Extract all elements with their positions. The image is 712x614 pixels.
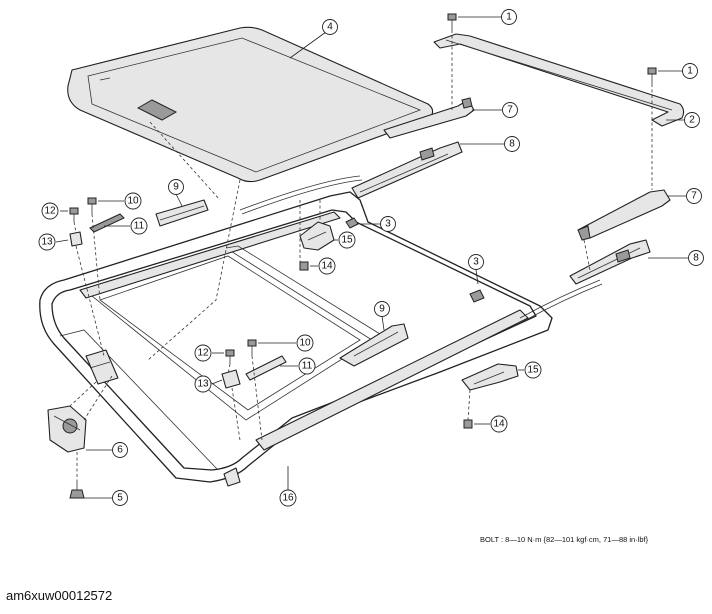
- callout-15a: 15: [338, 231, 356, 249]
- nut-14b: [463, 419, 473, 429]
- callout-3a: 3: [380, 216, 396, 232]
- svg-text:8: 8: [509, 139, 515, 150]
- callout-2: 2: [684, 112, 700, 128]
- clip-13b: [221, 369, 241, 389]
- svg-text:12: 12: [44, 206, 56, 217]
- screw-10a: [87, 197, 97, 214]
- bracket-front: [461, 363, 519, 391]
- bolt-12b: [225, 349, 235, 364]
- svg-text:3: 3: [473, 257, 479, 268]
- callout-11a: 11: [130, 217, 148, 235]
- bolt-torque-spec: BOLT : 8—10 N·m {82—101 kgf·cm, 71—88 in…: [480, 535, 649, 544]
- svg-text:6: 6: [117, 445, 123, 456]
- callout-13b: 13: [194, 375, 212, 393]
- svg-text:4: 4: [327, 22, 333, 33]
- svg-text:1: 1: [687, 66, 693, 77]
- callout-14a: 14: [318, 257, 336, 275]
- nut-14a: [299, 261, 309, 271]
- callout-10a: 10: [124, 192, 142, 210]
- callout-1b: 1: [682, 63, 698, 79]
- callout-16: 16: [279, 489, 297, 507]
- drain-cover-right: [339, 323, 409, 367]
- screw-10b: [247, 339, 257, 356]
- svg-text:12: 12: [197, 348, 209, 359]
- svg-text:2: 2: [689, 115, 695, 126]
- svg-text:8: 8: [693, 253, 699, 264]
- svg-text:9: 9: [173, 182, 179, 193]
- svg-text:15: 15: [527, 365, 539, 376]
- svg-text:14: 14: [321, 261, 333, 272]
- leader-lines: [55, 16, 688, 499]
- drain-cover-left: [155, 199, 209, 227]
- callout-8a: 8: [504, 136, 520, 152]
- callout-8b: 8: [688, 250, 704, 266]
- callout-13a: 13: [38, 233, 56, 251]
- svg-text:11: 11: [134, 221, 145, 232]
- link-assembly-front: [569, 239, 651, 285]
- svg-text:15: 15: [341, 235, 353, 246]
- callout-7b: 7: [686, 188, 702, 204]
- bolt-1b: [647, 67, 657, 84]
- drive-cables: [239, 175, 603, 323]
- callout-9a: 9: [168, 179, 184, 195]
- sunroof-motor: [47, 405, 87, 453]
- glass-panel: [67, 26, 434, 183]
- callout-1a: 1: [501, 9, 517, 25]
- svg-text:9: 9: [379, 304, 385, 315]
- clip-13a: [69, 231, 83, 247]
- nut-3a: [345, 217, 359, 229]
- seal-strip-left: [89, 213, 125, 233]
- bolt-12a: [69, 207, 79, 222]
- svg-text:7: 7: [691, 191, 697, 202]
- bolt-1a: [447, 13, 457, 30]
- guide-rail-front: [577, 189, 671, 241]
- svg-text:14: 14: [493, 419, 505, 430]
- figure-id: am6xuw00012572: [6, 588, 113, 603]
- callout-5: 5: [112, 490, 128, 506]
- front-rail: [433, 33, 685, 127]
- callout-9b: 9: [374, 301, 390, 317]
- callout-3b: 3: [468, 254, 484, 270]
- svg-text:1: 1: [506, 12, 512, 23]
- alignment-lines: [69, 30, 653, 480]
- callout-11b: 11: [298, 357, 316, 375]
- callout-15b: 15: [524, 361, 542, 379]
- callout-12b: 12: [194, 344, 212, 362]
- svg-text:10: 10: [127, 196, 139, 207]
- link-assembly-rear: [351, 141, 463, 199]
- svg-text:13: 13: [41, 237, 53, 248]
- svg-text:3: 3: [385, 219, 391, 230]
- callout-4: 4: [322, 19, 338, 35]
- seal-strip-right: [245, 355, 287, 381]
- svg-text:13: 13: [197, 379, 209, 390]
- callout-14b: 14: [490, 415, 508, 433]
- svg-text:5: 5: [117, 493, 123, 504]
- sunroof-frame: [39, 191, 553, 487]
- svg-text:11: 11: [302, 361, 313, 372]
- nut-3b: [469, 289, 485, 303]
- callout-6: 6: [112, 442, 128, 458]
- svg-text:10: 10: [299, 338, 311, 349]
- callout-12a: 12: [41, 202, 59, 220]
- callout-10b: 10: [296, 334, 314, 352]
- callout-7a: 7: [502, 102, 518, 118]
- bolt-5: [69, 480, 85, 499]
- svg-text:7: 7: [507, 105, 513, 116]
- svg-text:16: 16: [282, 493, 294, 504]
